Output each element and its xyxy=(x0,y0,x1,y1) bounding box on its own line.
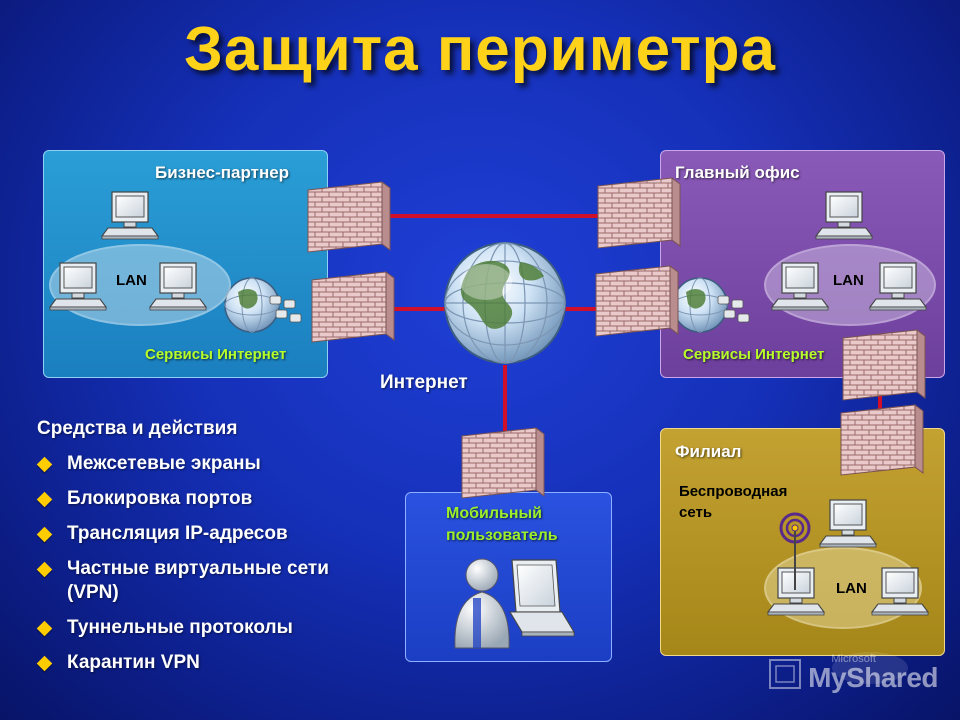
list-item: Карантин VPN xyxy=(36,651,357,675)
watermark-logo-icon xyxy=(769,652,908,689)
branch-computer-icon xyxy=(819,499,877,548)
list-item: Блокировка портов xyxy=(36,487,357,511)
branch-lan-label: LAN xyxy=(836,580,867,597)
list-item: Частные виртуальные сети (VPN) xyxy=(36,557,357,605)
firewall-icon xyxy=(311,271,395,343)
office-services-globe-icon xyxy=(672,277,750,333)
bullet-icon xyxy=(36,655,53,672)
branch-label: Филиал xyxy=(675,442,742,461)
office-computer-icon xyxy=(815,191,873,240)
partner-services-label: Сервисы Интернет xyxy=(145,346,287,363)
firewall-icon xyxy=(595,265,679,337)
firewall-icon xyxy=(597,177,681,249)
list-item: Трансляция IP-адресов xyxy=(36,522,357,546)
bullet-icon xyxy=(36,526,53,543)
wireless-network-label: Беспроводная сеть xyxy=(679,483,788,521)
mobile-user-label: Мобильный пользователь xyxy=(446,505,558,544)
laptop-icon xyxy=(509,559,575,637)
internet-globe-icon xyxy=(444,242,566,364)
watermark-text: MyShared xyxy=(808,662,938,693)
firewall-icon xyxy=(842,329,926,401)
partner-computer-icon xyxy=(101,191,159,240)
partner-lan-label: LAN xyxy=(116,272,147,289)
internet-label: Интернет xyxy=(380,372,468,393)
list-item: Туннельные протоколы xyxy=(36,616,357,640)
office-lan-label: LAN xyxy=(833,272,864,289)
list-item: Межсетевые экраны xyxy=(36,452,357,476)
firewall-icon xyxy=(840,404,924,476)
page-title: Защита периметра xyxy=(184,15,776,84)
office-services-label: Сервисы Интернет xyxy=(683,346,825,363)
bullet-icon xyxy=(36,561,53,578)
watermark-small-text: Microsoft xyxy=(831,653,876,665)
means-heading: Средства и действия xyxy=(37,418,238,439)
firewall-icon xyxy=(307,181,391,253)
bullet-icon xyxy=(36,620,53,637)
mobile-user-icon xyxy=(454,558,510,649)
business-partner-label: Бизнес-партнер xyxy=(155,163,290,182)
main-office-label: Главный офис xyxy=(675,163,800,182)
wireless-antenna-icon xyxy=(779,512,811,590)
partner-services-globe-icon xyxy=(224,277,302,333)
means-list: Межсетевые экраны Блокировка портов Тран… xyxy=(36,452,357,686)
bullet-icon xyxy=(36,491,53,508)
bullet-icon xyxy=(36,456,53,473)
firewall-icon xyxy=(461,427,545,499)
